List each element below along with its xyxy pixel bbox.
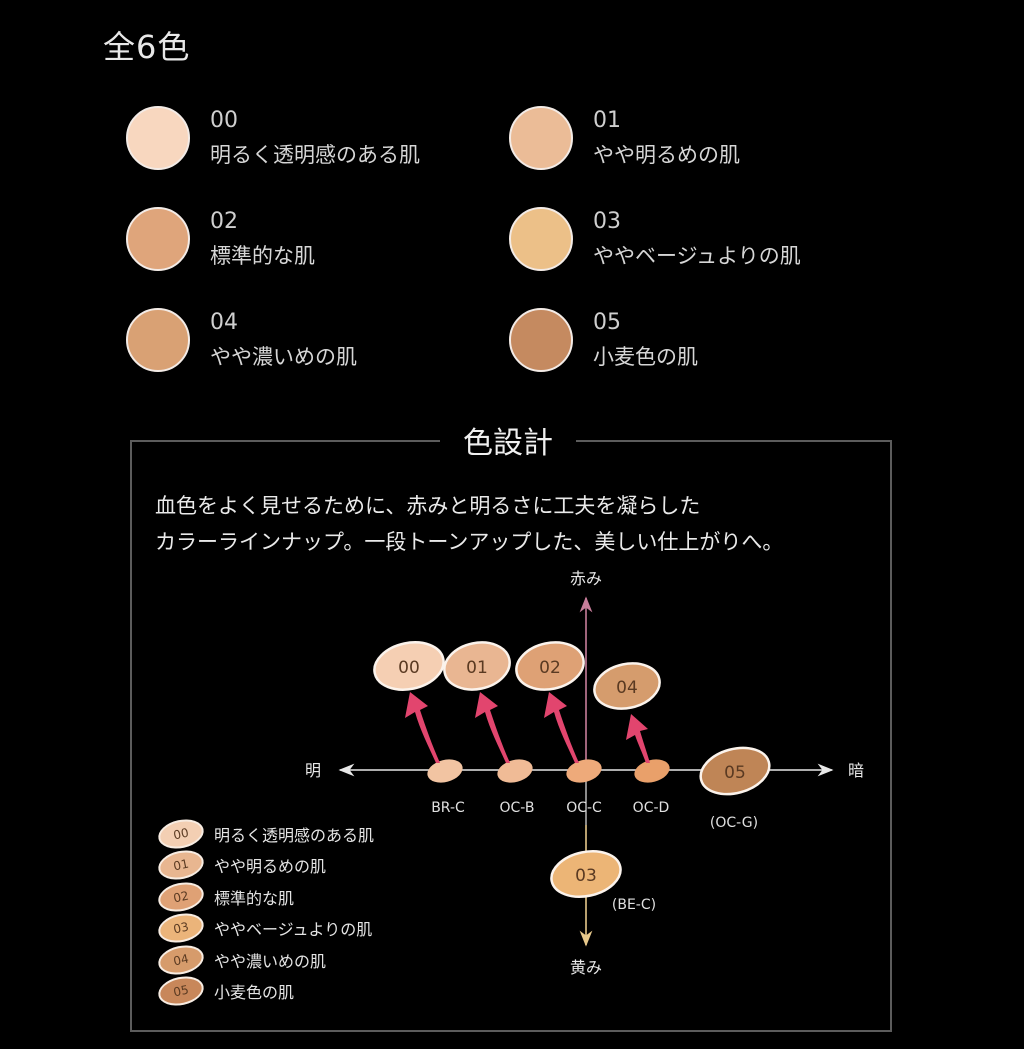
color-design-description: 血色をよく見せるために、赤みと明るさに工夫を凝らした カラーラインナップ。一段ト…	[155, 488, 783, 560]
legend-label: やや明るめの肌	[214, 857, 327, 877]
shade-item-01: 01 やや明るめの肌	[509, 104, 740, 172]
oval-04: 04	[593, 662, 661, 710]
svg-text:03: 03	[575, 866, 597, 886]
shade-name: 小麦色の肌	[593, 345, 698, 369]
label-be-c: (BE-C)	[612, 897, 656, 913]
shade-code: 03	[593, 209, 621, 234]
shade-item-03: 03 ややベージュよりの肌	[509, 205, 801, 273]
legend-oval-02: 02	[155, 878, 207, 916]
color-design-heading: 色設計	[440, 421, 576, 467]
page-title: 全6色	[103, 28, 191, 66]
svg-text:01: 01	[466, 658, 488, 678]
base-oval-oc-d	[634, 759, 670, 783]
legend-item: 02 標準的な肌	[155, 878, 374, 916]
legend-label: 小麦色の肌	[214, 983, 295, 1003]
shade-legend: 00 明るく透明感のある肌 01 やや明るめの肌 02 標準的な肌 03 ややベ…	[155, 815, 375, 1010]
legend-item: 03 ややベージュよりの肌	[155, 909, 374, 947]
shade-name: 標準的な肌	[210, 244, 315, 268]
svg-text:04: 04	[616, 678, 638, 698]
legend-item: 04 やや濃いめの肌	[155, 941, 374, 979]
shade-name: やや濃いめの肌	[210, 345, 357, 369]
axis-label-redness: 赤み	[570, 569, 602, 588]
legend-oval-03: 03	[155, 909, 207, 947]
shade-code: 02	[210, 209, 238, 234]
legend-oval-05: 05	[155, 972, 207, 1010]
oval-03: 03	[550, 850, 622, 898]
legend-oval-04: 04	[155, 941, 207, 979]
shade-item-04: 04 やや濃いめの肌	[126, 306, 357, 374]
legend-label: やや濃いめの肌	[214, 951, 327, 971]
shade-code: 01	[593, 108, 621, 133]
shade-item-02: 02 標準的な肌	[126, 205, 315, 273]
legend-oval-01: 01	[155, 846, 207, 884]
label-oc-g: (OC-G)	[710, 815, 758, 831]
legend-item: 00 明るく透明感のある肌	[155, 815, 375, 853]
base-label-oc-c: OC-C	[566, 800, 602, 816]
axis-label-bright: 明	[305, 761, 321, 780]
shade-swatch-05	[509, 308, 573, 372]
shade-code: 05	[593, 310, 621, 335]
svg-text:00: 00	[398, 658, 420, 678]
shade-swatch-04	[126, 308, 190, 372]
description-line-2: カラーラインナップ。一段トーンアップした、美しい仕上がりへ。	[155, 530, 784, 554]
shade-swatch-02	[126, 207, 190, 271]
shade-item-05: 05 小麦色の肌	[509, 306, 698, 374]
base-oval-oc-b	[497, 759, 533, 783]
base-label-oc-b: OC-B	[500, 800, 535, 816]
oval-01: 01	[443, 641, 511, 691]
shade-swatch-03	[509, 207, 573, 271]
svg-text:02: 02	[539, 658, 561, 678]
shade-name: 明るく透明感のある肌	[210, 143, 420, 167]
description-line-1: 血色をよく見せるために、赤みと明るさに工夫を凝らした	[155, 494, 701, 518]
legend-item: 01 やや明るめの肌	[155, 846, 374, 884]
legend-oval-00: 00	[155, 815, 207, 853]
legend-label: 標準的な肌	[214, 888, 295, 908]
oval-00: 00	[373, 641, 445, 691]
base-label-br-c: BR-C	[431, 800, 465, 816]
legend-item: 05 小麦色の肌	[155, 972, 374, 1010]
svg-text:05: 05	[724, 763, 746, 783]
shade-swatch-00	[126, 106, 190, 170]
legend-label: ややベージュよりの肌	[214, 920, 373, 940]
redness-shift-arrows	[405, 692, 650, 763]
shade-code: 00	[210, 108, 238, 133]
base-oval-br-c	[427, 759, 463, 783]
oval-02: 02	[515, 641, 585, 691]
legend-label: 明るく透明感のある肌	[214, 825, 375, 845]
base-oval-oc-c	[566, 759, 602, 783]
oval-05: 05	[699, 746, 771, 796]
shade-code: 04	[210, 310, 238, 335]
shade-swatch-01	[509, 106, 573, 170]
shade-name: ややベージュよりの肌	[593, 244, 801, 268]
shade-name: やや明るめの肌	[593, 143, 740, 167]
shade-item-00: 00 明るく透明感のある肌	[126, 104, 420, 172]
axis-label-yellowness: 黄み	[570, 958, 602, 977]
base-label-oc-d: OC-D	[633, 800, 670, 816]
axis-label-dark: 暗	[848, 761, 864, 780]
